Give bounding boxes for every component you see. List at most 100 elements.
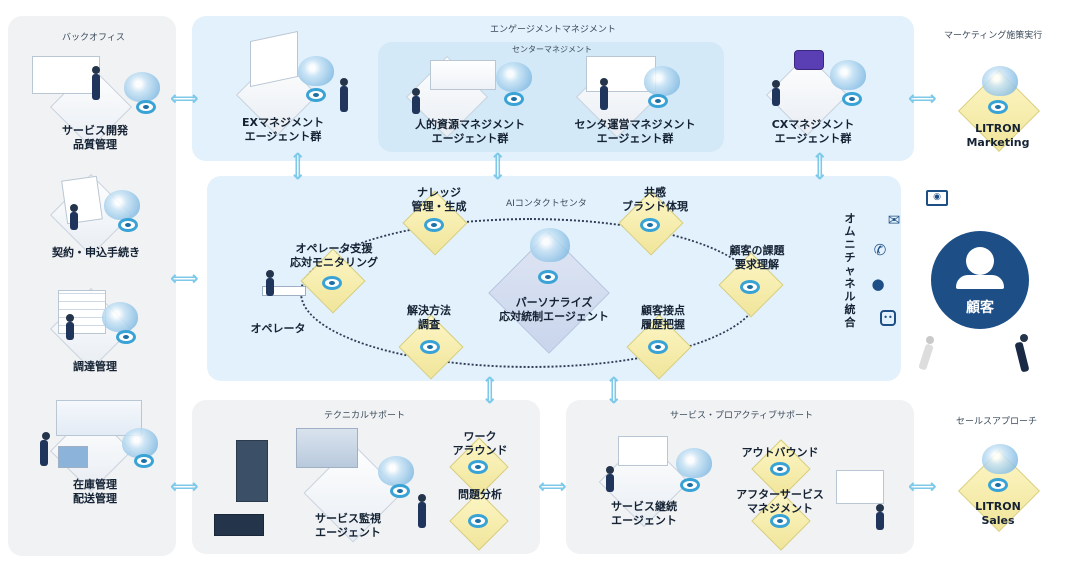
- knowledge-label: ナレッジ管理・生成: [411, 186, 467, 213]
- operator-desk: [262, 286, 306, 296]
- target-icon: [988, 478, 1008, 492]
- tech-person-head: [418, 494, 426, 502]
- brain-icon: [104, 190, 140, 220]
- phone-icon: ✆: [873, 241, 887, 259]
- outbound-label: アウトバウンド: [741, 446, 819, 459]
- hr-label: 人的資源マネジメントエージェント群: [415, 118, 525, 145]
- target-icon: [648, 340, 668, 354]
- target-icon: [420, 340, 440, 354]
- monitor-icon: ◉: [926, 190, 948, 206]
- operator-label: オペレータ: [250, 322, 306, 335]
- bidirectional-arrow-icon: ⟺: [486, 151, 511, 181]
- bidirectional-arrow-icon: ⟺: [908, 86, 937, 110]
- cart-illustration: [58, 446, 88, 468]
- brain-icon: [530, 228, 570, 262]
- brand-label: 共感ブランド体現: [622, 186, 688, 213]
- brain-icon: [830, 60, 866, 90]
- monitor-label: オペレータ支援応対モニタリング: [290, 242, 378, 269]
- target-icon: [988, 100, 1008, 114]
- bidirectional-arrow-icon: ⟺: [908, 474, 937, 498]
- history-label: 顧客接点履歴把握: [641, 304, 685, 331]
- target-icon: [424, 218, 444, 232]
- cx-screen-illustration: [794, 50, 824, 70]
- hr-chart-illustration: [430, 60, 496, 90]
- target-icon: [648, 94, 668, 108]
- bidirectional-arrow-icon: ⟺: [602, 375, 627, 405]
- businessman-head: [1020, 334, 1028, 342]
- proactive-person2-body: [876, 512, 884, 530]
- backoffice-label-3: 調達管理: [73, 360, 117, 373]
- presenter-body: [92, 74, 100, 100]
- cx-label: CXマネジメントエージェント群: [771, 118, 855, 145]
- hr-person-body: [412, 96, 420, 114]
- brain-icon: [102, 302, 138, 332]
- ops-person-head: [600, 78, 608, 86]
- target-icon: [136, 100, 156, 114]
- brain-icon: [496, 62, 532, 92]
- whiteboard-illustration: [32, 56, 100, 94]
- target-icon: [306, 88, 326, 102]
- proactive-person-head: [606, 466, 614, 474]
- target-icon: [538, 270, 558, 284]
- proactive-agent-label: サービス継続エージェント: [611, 500, 677, 527]
- backoffice-label-2: 契約・申込手続き: [52, 246, 140, 259]
- target-icon: [504, 92, 524, 106]
- crane-illustration: [214, 514, 264, 536]
- target-icon: [740, 280, 760, 294]
- operator-head: [266, 270, 274, 278]
- presenter-head: [92, 66, 100, 74]
- businessman-body: [1014, 341, 1030, 373]
- email-icon: ✉: [887, 211, 901, 229]
- target-icon: [118, 218, 138, 232]
- backoffice-label-4: 在庫管理配送管理: [73, 478, 117, 505]
- runner-body: [918, 343, 934, 371]
- ex-label: EXマネジメントエージェント群: [242, 116, 324, 143]
- brain-icon: [982, 444, 1018, 474]
- ai-center-title: AIコンタクトセンタ: [506, 199, 587, 209]
- target-icon: [116, 330, 136, 344]
- operator-body: [266, 278, 274, 296]
- sales-title: セールスアプローチ: [956, 417, 1038, 427]
- target-icon: [322, 276, 342, 290]
- proactive-person2-head: [876, 504, 884, 512]
- customer-body-icon: [956, 275, 1004, 289]
- cx-person-body: [772, 88, 780, 106]
- ops-label: センタ運営マネジメントエージェント群: [574, 118, 696, 145]
- problem-label: 問題分析: [458, 488, 502, 501]
- brain-icon: [676, 448, 712, 478]
- proactive-board-illustration: [618, 436, 668, 466]
- dashboard-illustration: [56, 400, 142, 436]
- proactive-title: サービス・プロアクティブサポート: [670, 411, 814, 421]
- backoffice-label-1: サービス開発品質管理: [62, 124, 128, 151]
- brain-icon: [644, 66, 680, 96]
- person-icon: ●: [871, 275, 885, 293]
- runner-head: [926, 336, 934, 344]
- map-illustration: [836, 470, 884, 504]
- issue-label: 顧客の課題要求理解: [729, 244, 785, 271]
- omni-channel-label: オムニチャネル統合: [844, 212, 856, 329]
- bidirectional-arrow-icon: ⟺: [170, 474, 199, 498]
- workaround-label: ワークアラウンド: [452, 430, 508, 457]
- target-icon: [770, 514, 790, 528]
- tech-monitor-label: サービス監視エージェント: [315, 512, 381, 539]
- core-label: パーソナライズ応対統制エージェント: [499, 296, 609, 323]
- ops-person-body: [600, 86, 608, 110]
- solution-label: 解決方法調査: [407, 304, 451, 331]
- backoffice-title: バックオフィス: [62, 33, 125, 43]
- bidirectional-arrow-icon: ⟺: [170, 266, 199, 290]
- technical-title: テクニカルサポート: [324, 411, 406, 421]
- person-body: [66, 322, 74, 340]
- bidirectional-arrow-icon: ⟺: [478, 375, 503, 405]
- target-icon: [640, 218, 660, 232]
- building-illustration: [236, 440, 268, 502]
- brain-icon: [298, 56, 334, 86]
- customer-label: 顧客: [966, 300, 994, 316]
- document-illustration: [61, 175, 103, 225]
- ex-person-head: [340, 78, 348, 86]
- after-service-label: アフターサービスマネジメント: [736, 488, 824, 515]
- proactive-person-body: [606, 474, 614, 492]
- target-icon: [680, 478, 700, 492]
- brain-icon: [124, 72, 160, 102]
- person-body: [70, 212, 78, 230]
